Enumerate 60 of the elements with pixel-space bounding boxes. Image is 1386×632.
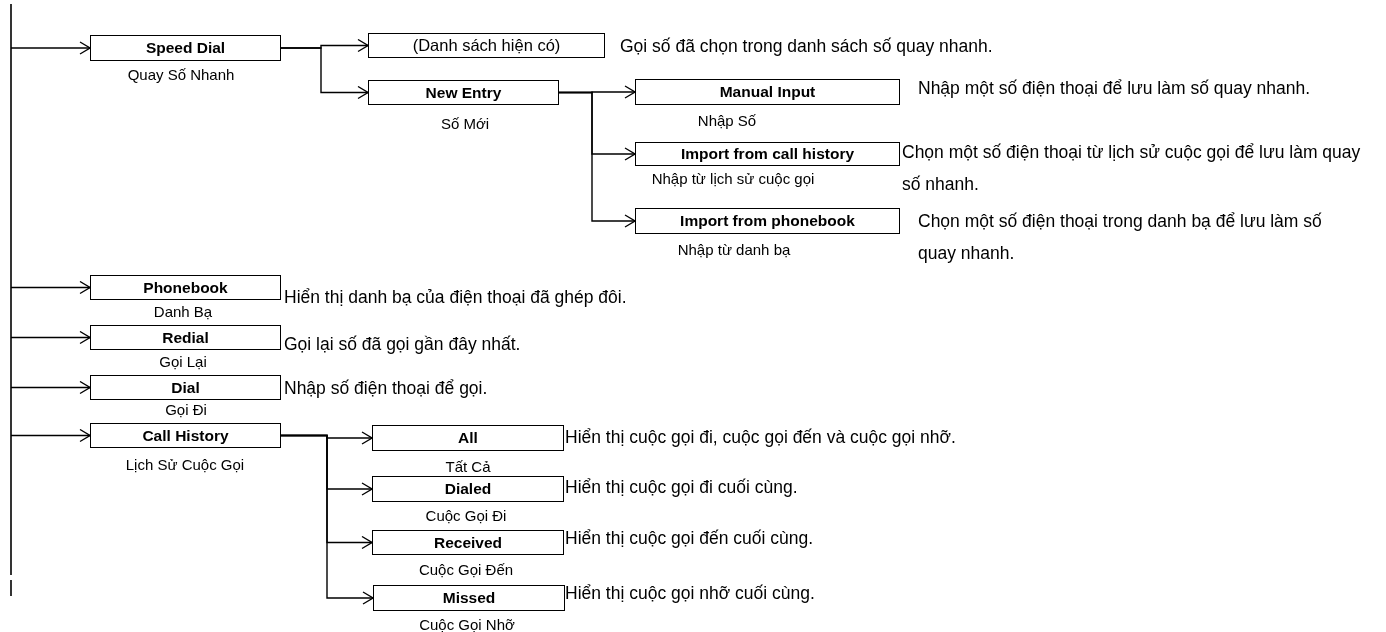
description-text: Hiển thị cuộc gọi đi, cuộc gọi đến và cuộc gọi nhỡ. <box>565 426 957 449</box>
menu-item-subtitle: Cuộc Gọi Đi <box>425 507 507 525</box>
menu-item-title: Call History <box>142 427 229 444</box>
menu-item-box <box>368 80 559 105</box>
description-text: Nhập một số điện thoại để lưu làm số quay nhanh. <box>918 77 1312 100</box>
menu-item-subtitle: Cuộc Gọi Đến <box>418 561 514 579</box>
connector-arrow <box>10 41 91 55</box>
menu-item-title: Dialed <box>444 481 492 497</box>
menu-item-subtitle: Nhập từ lịch sử cuộc gọi <box>651 170 815 188</box>
menu-item-subtitle: Nhập từ danh bạ <box>677 241 791 259</box>
connector-arrow <box>10 428 91 443</box>
connector-arrow <box>10 380 91 395</box>
menu-item-box <box>372 425 564 451</box>
description-text: Hiển thị cuộc gọi đi cuối cùng. <box>565 476 799 499</box>
menu-item-box <box>90 275 281 300</box>
menu-item-title: Missed <box>442 590 496 606</box>
menu-item-box <box>635 79 900 105</box>
menu-item-subtitle: Tất Cả <box>445 458 491 476</box>
description-text: Hiển thị cuộc gọi nhỡ cuối cùng. <box>565 582 816 605</box>
menu-item-box <box>372 476 564 502</box>
menu-item-title: Redial <box>162 329 209 346</box>
menu-item-subtitle: Nhập Số <box>697 112 757 130</box>
description-text: Chọn một số điện thoại trong danh bạ để lưu làm số quay nhanh. <box>918 210 1323 265</box>
menu-item-title: New Entry <box>425 84 502 101</box>
menu-item-box <box>368 33 605 58</box>
connector-arrow <box>10 330 91 345</box>
menu-item-box <box>635 208 900 234</box>
menu-item-title: Received <box>433 534 503 551</box>
connector-arrow <box>558 91 636 228</box>
menu-item-subtitle: Quay Số Nhanh <box>127 66 235 84</box>
menu-item-title: Manual Input <box>719 84 816 100</box>
description-text: Nhập số điện thoại để gọi. <box>284 377 489 400</box>
menu-item-box <box>90 35 281 61</box>
menu-item-subtitle: Gọi Đi <box>165 401 207 419</box>
menu-item-box <box>373 585 565 611</box>
connector-arrow <box>10 280 91 295</box>
menu-item-subtitle: Số Mới <box>440 115 490 133</box>
description-text: Chọn một số điện thoại từ lịch sử cuộc gọi để lưu làm quay số nhanh. <box>902 141 1362 196</box>
menu-item-box <box>90 375 281 400</box>
menu-item-subtitle: Gọi Lại <box>159 353 207 371</box>
description-text: Hiển thị cuộc gọi đến cuối cùng. <box>565 527 815 550</box>
menu-item-subtitle: Lịch Sử Cuộc Gọi <box>125 456 245 474</box>
connector-arrow <box>280 434 374 605</box>
description-text: Gọi số đã chọn trong danh sách số quay nhanh. <box>620 35 994 58</box>
menu-item-subtitle: Danh Bạ <box>153 303 213 321</box>
description-text: Hiển thị danh bạ của điện thoại đã ghép đôi. <box>284 286 628 309</box>
description-text: Gọi lại số đã gọi gần đây nhất. <box>284 333 522 356</box>
connector-arrow <box>280 47 369 100</box>
menu-item-title: Import from call history <box>680 146 855 162</box>
menu-item-box <box>90 325 281 350</box>
menu-item-box <box>90 423 281 448</box>
menu-item-box <box>372 530 564 555</box>
menu-item-text: (Danh sách hiện có) <box>412 37 561 54</box>
menu-item-subtitle: Cuộc Gọi Nhỡ <box>419 616 515 632</box>
menu-item-title: Import from phonebook <box>680 213 855 229</box>
menu-item-title: Dial <box>171 379 200 396</box>
menu-item-box <box>635 142 900 166</box>
menu-item-title: Speed Dial <box>145 40 226 56</box>
menu-item-title: Phonebook <box>143 279 228 296</box>
menu-item-title: All <box>458 430 478 446</box>
